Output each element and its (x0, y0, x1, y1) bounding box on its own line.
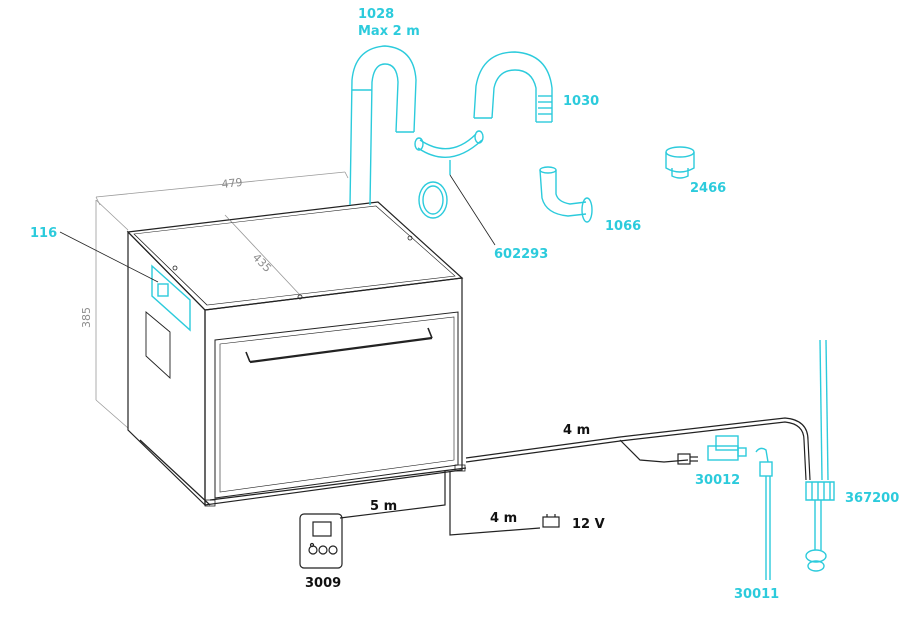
connector-plug (677, 453, 698, 465)
part-30011 (755, 447, 773, 580)
label-cable-panel: 5 m (370, 499, 397, 514)
label-30011: 30011 (734, 587, 779, 602)
battery-icon (542, 514, 560, 528)
part-3009-control-panel (299, 513, 343, 569)
hose-1028 (349, 45, 417, 206)
label-116: 116 (30, 226, 57, 241)
label-2466: 2466 (690, 181, 726, 196)
part-602293 (414, 130, 484, 219)
dimension-width: 479 (221, 176, 243, 191)
label-1028: 1028 (358, 7, 394, 22)
label-voltage: 12 V (572, 517, 605, 532)
label-1030: 1030 (563, 94, 599, 109)
hose-1030 (473, 51, 553, 123)
label-cable-power: 4 m (490, 511, 517, 526)
label-1066: 1066 (605, 219, 641, 234)
leader-602293 (449, 174, 496, 246)
cables (339, 417, 811, 536)
label-367200: 367200 (845, 491, 899, 506)
oven-unit (126, 201, 467, 507)
leader-116 (59, 231, 159, 283)
part-116-panel (151, 264, 191, 332)
label-30012: 30012 (695, 473, 740, 488)
label-3009: 3009 (305, 576, 341, 591)
label-602293: 602293 (494, 247, 548, 262)
part-2466 (665, 146, 695, 179)
part-30012 (707, 435, 747, 461)
label-cable-main: 4 m (563, 423, 590, 438)
part-1066 (539, 166, 593, 223)
dimension-height: 385 (80, 307, 93, 328)
part-367200 (805, 339, 835, 572)
label-1028-note: Max 2 m (358, 24, 420, 39)
